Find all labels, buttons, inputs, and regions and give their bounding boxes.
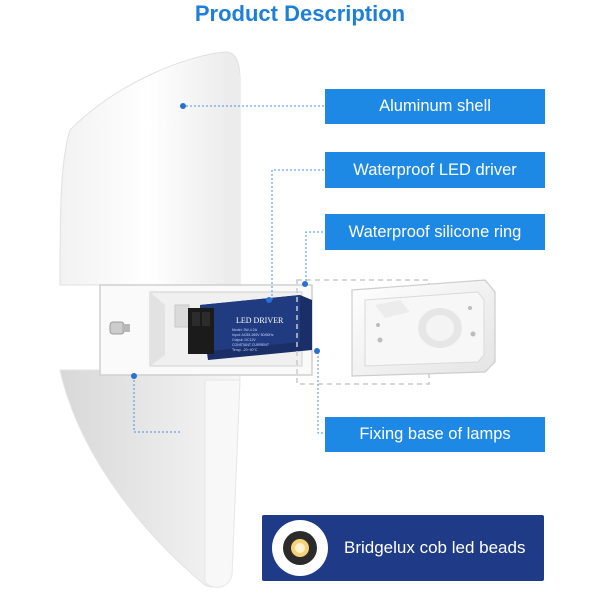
aluminum-shell-upper [59, 51, 241, 286]
label-fixing-base: Fixing base of lamps [325, 417, 545, 452]
label-led-driver: Waterproof LED driver [325, 152, 545, 188]
label-cob-beads-text: Bridgelux cob led beads [344, 538, 526, 557]
label-cob-beads: Bridgelux cob led beads [262, 515, 544, 581]
aluminum-shell-dot [180, 103, 186, 109]
led-driver-box [188, 295, 312, 360]
driver-dot [266, 297, 272, 303]
silicone-ring-dot [302, 281, 308, 287]
driver-line-3: Output: DC12V [232, 338, 256, 342]
label-led-driver-text: Waterproof LED driver [353, 160, 517, 179]
fixing-base-dot [314, 348, 320, 354]
shell-lower-dot [131, 373, 137, 379]
label-aluminum-shell: Aluminum shell [325, 89, 545, 124]
label-aluminum-shell-text: Aluminum shell [379, 97, 491, 115]
page-title: Product Description [194, 1, 406, 26]
driver-line-4: CONSTANT CURRENT [232, 343, 270, 347]
fixing-base [351, 279, 496, 377]
label-fixing-base-text: Fixing base of lamps [359, 425, 511, 443]
driver-line-2: Input: AC85-265V 50/60Hz [232, 333, 274, 337]
driver-header-text: LED DRIVER [236, 316, 284, 325]
label-silicone-ring-text: Waterproof silicone ring [348, 222, 522, 241]
label-silicone-ring: Waterproof silicone ring [325, 214, 545, 250]
driver-line-5: Temp: -20~40°C [232, 348, 258, 352]
driver-line-1: Model: 3W-4.2A [232, 328, 258, 332]
